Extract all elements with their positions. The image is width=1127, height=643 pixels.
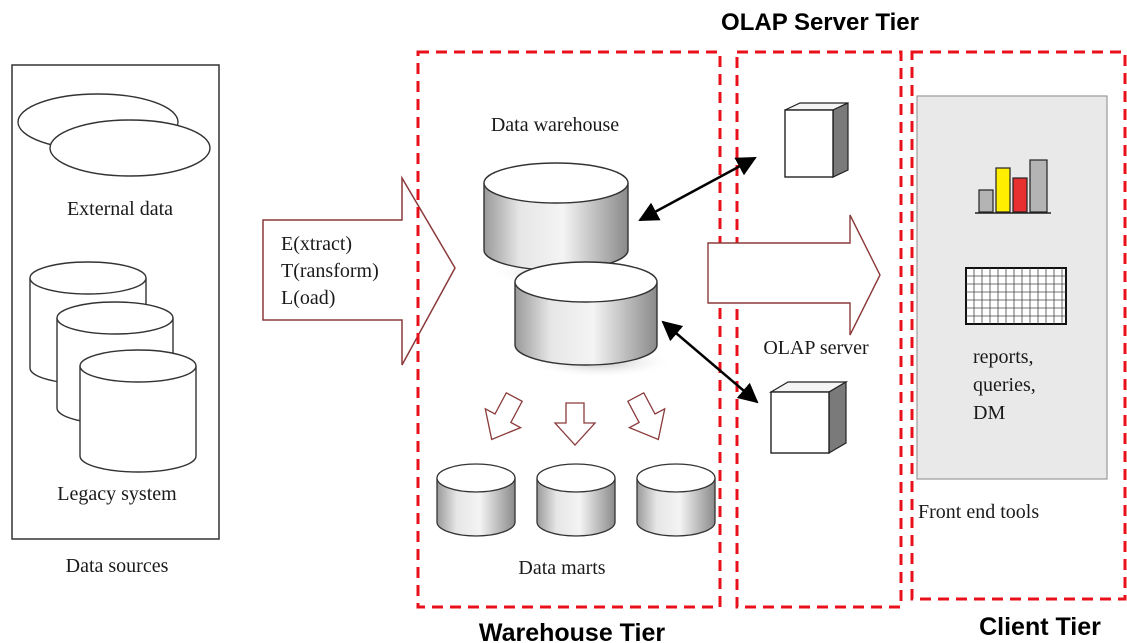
grid-report-icon <box>965 267 1067 325</box>
data-mart-cylinder-2 <box>536 463 616 537</box>
data-warehouse-label: Data warehouse <box>491 114 619 136</box>
warehouse-olap-bottom-arrow <box>661 320 759 404</box>
olap-server-label: OLAP server <box>763 337 869 359</box>
data-sources-box: External data Legacy system <box>11 64 220 540</box>
legacy-system-icon <box>29 261 197 473</box>
etl-arrow: E(xtract) T(ransform) L(oad) <box>262 175 456 366</box>
client-tier-box <box>910 50 1127 601</box>
data-mart-cylinder-3 <box>636 463 716 537</box>
tools-dm-label: DM <box>973 402 1005 424</box>
bar-chart-icon <box>975 159 1051 214</box>
data-mart-cylinder-1 <box>436 463 516 537</box>
data-warehouse-cylinder-bottom <box>514 261 675 378</box>
etl-transform-label: T(ransform) <box>281 260 379 282</box>
data-sources-caption: Data sources <box>66 555 169 577</box>
warehouse-tier-title: Warehouse Tier <box>479 619 665 643</box>
to-client-arrow <box>707 214 881 336</box>
data-marts-label: Data marts <box>518 557 605 579</box>
olap-server-tier-title: OLAP Server Tier <box>721 9 919 36</box>
tools-reports-label: reports, <box>973 346 1034 368</box>
mart-arrow-right-icon <box>626 391 666 441</box>
etl-load-label: L(oad) <box>281 287 335 309</box>
mart-arrow-left-icon <box>484 391 524 441</box>
client-tier-title: Client Tier <box>979 613 1101 641</box>
olap-cube-bottom-icon <box>768 380 849 455</box>
mart-arrow-center-icon <box>553 402 597 446</box>
tools-queries-label: queries, <box>973 374 1036 396</box>
olap-cube-top-icon <box>784 102 849 178</box>
external-data-label: External data <box>67 198 173 220</box>
external-data-icon <box>17 93 211 177</box>
etl-extract-label: E(xtract) <box>281 233 352 255</box>
legacy-system-label: Legacy system <box>57 483 177 505</box>
warehouse-olap-top-arrow <box>638 156 757 222</box>
front-end-tools-caption: Front end tools <box>918 501 1039 523</box>
